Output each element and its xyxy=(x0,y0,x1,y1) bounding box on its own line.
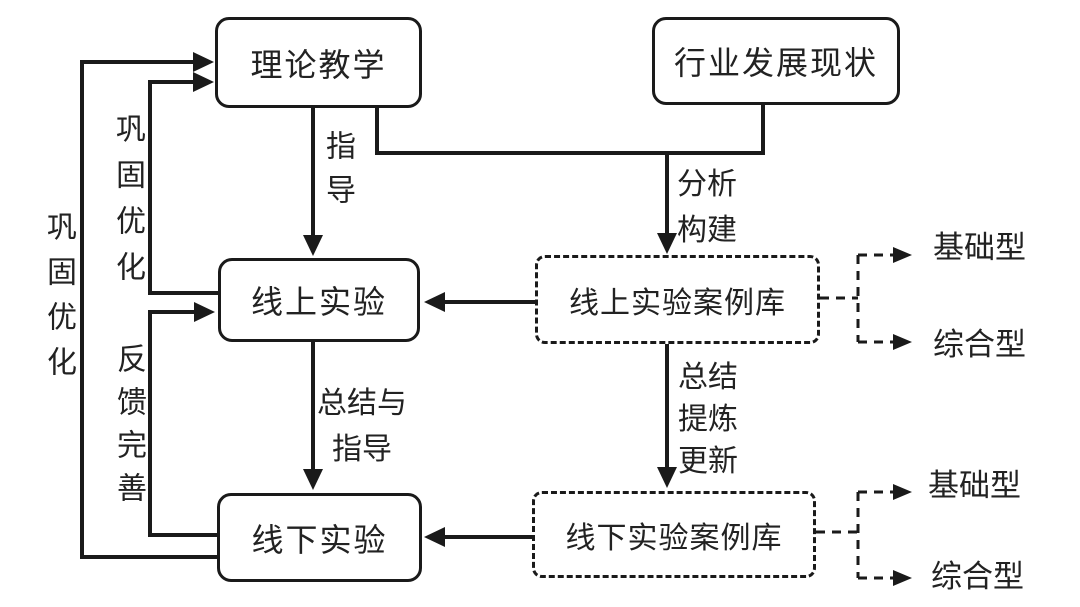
edge-theory-industry-junction-line xyxy=(375,105,765,155)
arrowhead-down-into-online-library xyxy=(657,233,677,254)
label-online-comprehensive-type: 综合型 xyxy=(933,327,1026,362)
edge-label-consolidate-optimize-inner: 巩固优化 xyxy=(111,113,144,297)
label-offline-basic-type: 基础型 xyxy=(928,468,1021,503)
arrowhead-down-into-offline-library xyxy=(657,467,677,488)
arrowhead-right-into-online-feedback xyxy=(194,302,215,322)
arrowhead-left-into-offline xyxy=(424,527,445,547)
edge-online-to-theory-loop-line xyxy=(148,80,218,295)
edge-label-guidance: 指导 xyxy=(321,130,354,218)
arrowhead-down-into-online xyxy=(303,235,323,256)
edge-label-summarize-refine-update: 总结 提炼 更新 xyxy=(678,361,738,478)
edge-offline-to-theory-loop-line xyxy=(80,60,217,559)
arrowhead-right-into-offline-basic xyxy=(893,484,912,500)
node-offline-experiment-case-library: 线下实验案例库 xyxy=(532,491,816,578)
arrowhead-left-into-online xyxy=(424,292,445,312)
edge-label-summarize-and-guide: 总结与 指导 xyxy=(317,387,407,466)
edge-label-feedback-improve: 反馈完善 xyxy=(112,343,145,515)
edge-label-analyze-construct: 分析 构建 xyxy=(677,168,737,247)
node-theory-teaching: 理论教学 xyxy=(215,17,422,108)
edge-offline-to-online-loop-line xyxy=(148,310,217,537)
arrowhead-right-into-theory-outer xyxy=(193,52,214,72)
node-offline-experiment: 线下实验 xyxy=(217,493,422,582)
arrowhead-right-into-theory-inner xyxy=(193,72,214,92)
edge-label-consolidate-optimize-outer: 巩固优化 xyxy=(42,211,75,391)
arrowhead-down-into-offline xyxy=(303,469,323,490)
node-online-experiment: 线上实验 xyxy=(218,258,420,342)
label-online-basic-type: 基础型 xyxy=(933,230,1026,265)
node-industry-development-status: 行业发展现状 xyxy=(652,17,900,105)
arrowhead-right-into-offline-comprehensive xyxy=(893,570,912,586)
arrowhead-right-into-online-basic xyxy=(893,247,912,263)
label-offline-comprehensive-type: 综合型 xyxy=(931,559,1024,594)
node-online-experiment-case-library: 线上实验案例库 xyxy=(535,255,820,344)
arrowhead-right-into-online-comprehensive xyxy=(893,334,912,350)
